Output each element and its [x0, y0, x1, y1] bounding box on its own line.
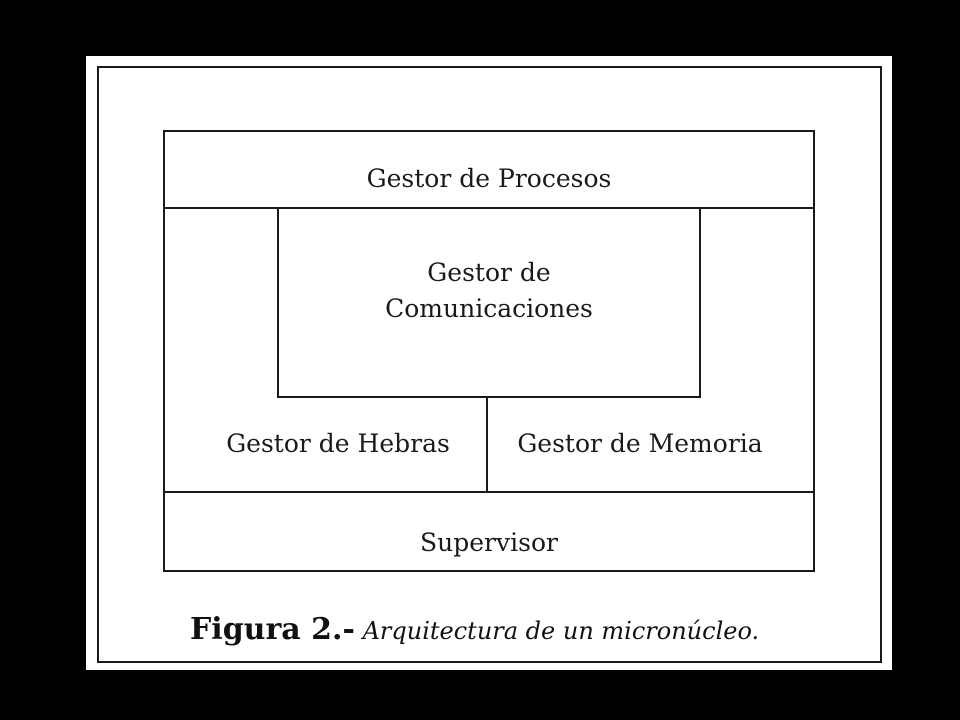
box-comunicaciones — [277, 207, 701, 398]
figure-panel — [86, 56, 892, 670]
label-supervisor: Supervisor — [420, 528, 558, 557]
caption-label: Figura 2.- — [190, 612, 355, 647]
caption-text: Arquitectura de un micronúcleo. — [354, 617, 760, 645]
diagram-outer-frame — [163, 130, 815, 572]
label-gestor-procesos: Gestor de Procesos — [367, 164, 612, 193]
label-gestor-hebras: Gestor de Hebras — [226, 429, 450, 458]
label-gestor-comunicaciones-1: Gestor de — [427, 258, 550, 287]
label-gestor-memoria: Gestor de Memoria — [517, 429, 762, 458]
figure-caption: Figura 2.- Arquitectura de un micronúcle… — [190, 612, 759, 647]
label-gestor-comunicaciones-2: Comunicaciones — [385, 294, 593, 323]
figure-border — [97, 66, 882, 663]
